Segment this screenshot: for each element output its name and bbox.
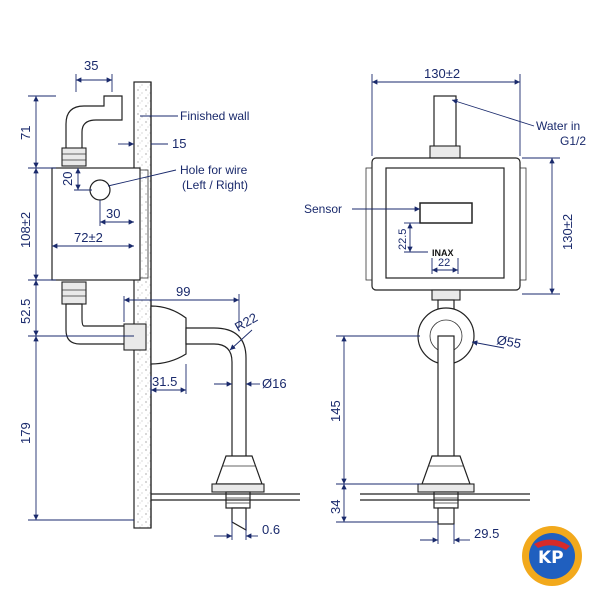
wall-flange [150, 305, 187, 365]
dim-20: 20 [60, 172, 75, 186]
dim-31-5: 31.5 [152, 374, 177, 389]
dim-35: 35 [84, 58, 98, 73]
dim-r22: R22 [232, 310, 260, 335]
wire-hole [89, 179, 111, 201]
dim-108: 108±2 [18, 212, 33, 248]
brand-label: INAX [432, 248, 454, 258]
finished-wall-label: Finished wall [180, 109, 249, 123]
sensor-window [419, 202, 473, 224]
front-bottom-nut [431, 289, 461, 301]
dim-52-5: 52.5 [18, 299, 33, 324]
dim-72: 72±2 [74, 230, 103, 245]
dim-145: 145 [328, 400, 343, 422]
dim-130-side: 130±2 [560, 214, 575, 250]
front-spud-nut [417, 483, 475, 493]
dim-22: 22 [438, 257, 450, 269]
sensor-label: Sensor [304, 202, 342, 216]
dim-15: 15 [172, 136, 186, 151]
outlet-nut [61, 281, 87, 305]
dim-30: 30 [106, 206, 120, 221]
dim-130-top: 130±2 [424, 66, 460, 81]
front-inlet-pipe [433, 95, 457, 151]
front-view: INAX 130±2 Water in G1/2 130±2 Sensor [304, 66, 586, 544]
front-spud-bell [421, 455, 471, 485]
hole-for-wire-label: Hole for wire [180, 163, 248, 177]
spud-tail [231, 507, 247, 532]
spud-nut [211, 483, 265, 493]
spud-bell [215, 455, 263, 485]
dim-phi55: Ø55 [495, 332, 522, 351]
hole-for-wire-sub-label: (Left / Right) [182, 178, 248, 192]
kp-logo: KP [522, 526, 582, 586]
inlet-pipe [65, 95, 123, 151]
side-view: 35 71 108±2 52.5 179 15 Finished wall Ho… [18, 58, 300, 540]
dim-22-5: 22.5 [397, 229, 409, 250]
finished-wall [133, 81, 152, 529]
water-in-size-label: G1/2 [560, 134, 586, 148]
dim-99: 99 [176, 284, 190, 299]
water-in-label: Water in [536, 119, 580, 133]
dim-34: 34 [328, 500, 343, 514]
dim-0-6: 0.6 [262, 522, 280, 537]
front-inlet-nut [429, 145, 461, 159]
wall-connector [123, 323, 147, 351]
dim-71: 71 [18, 126, 33, 140]
flush-pipe [185, 327, 247, 471]
front-spud-tail [437, 507, 455, 525]
logo-text: KP [538, 548, 564, 568]
front-flush-pipe [437, 335, 455, 463]
dim-phi16: Ø16 [262, 376, 287, 391]
inlet-nut [61, 147, 87, 167]
dim-179: 179 [18, 422, 33, 444]
dim-29-5: 29.5 [474, 526, 499, 541]
